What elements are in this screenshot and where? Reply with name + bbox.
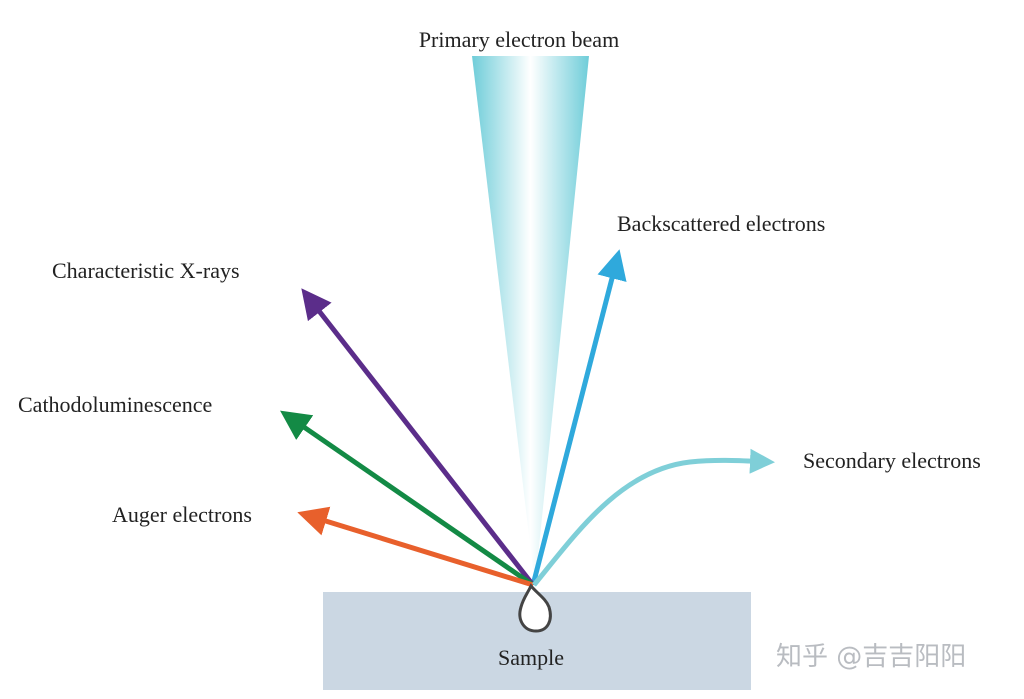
xrays-label: Characteristic X-rays: [52, 258, 240, 283]
secondary-label: Secondary electrons: [803, 448, 981, 473]
xrays-arrow: [301, 288, 535, 587]
interaction-volume: [518, 583, 552, 633]
cathodoluminescence-label: Cathodoluminescence: [18, 392, 212, 417]
auger-label: Auger electrons: [112, 502, 252, 527]
primary-beam-label: Primary electron beam: [419, 27, 619, 52]
backscattered-label: Backscattered electrons: [617, 211, 825, 236]
backscattered-arrow: [530, 249, 627, 586]
watermark: 知乎 @吉吉阳阳: [776, 642, 966, 672]
cathodoluminescence-arrow: [280, 410, 535, 588]
secondary-arrow: [532, 448, 775, 587]
auger-arrow: [297, 506, 534, 588]
sample-label: Sample: [498, 645, 564, 670]
primary-electron-beam: [472, 56, 589, 586]
